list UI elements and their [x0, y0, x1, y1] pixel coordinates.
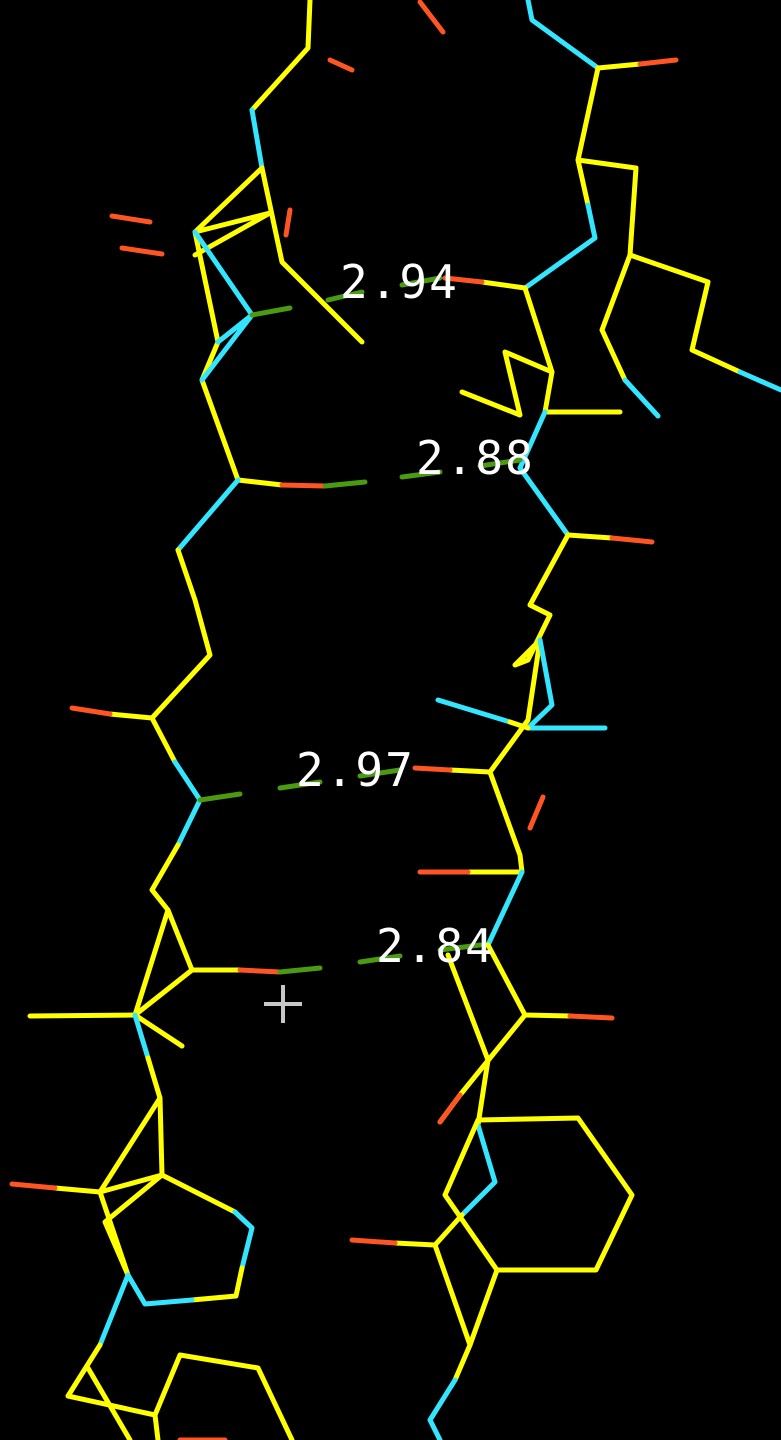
- left-ring-n2: [97, 1272, 195, 1348]
- right-carbonyl-2: [565, 532, 615, 541]
- right-strand: [392, 0, 781, 1440]
- right-backbone-n5: [485, 869, 525, 948]
- right-backbone-n3: [517, 409, 548, 471]
- left-backbone-n3: [175, 477, 241, 553]
- left-backbone-c3: [149, 547, 213, 721]
- oxygen-bond: [437, 1092, 463, 1125]
- right-backbone-12: [467, 1267, 500, 1348]
- left-backbone-c4: [149, 715, 178, 765]
- right-top-n: [525, 0, 601, 71]
- right-backbone-10: [392, 1212, 465, 1248]
- left-carbonyl-1: [235, 477, 285, 488]
- right-backbone-6: [465, 769, 525, 875]
- oxygen-bond: [527, 794, 546, 831]
- left-backbone-c2: [192, 165, 265, 483]
- left-n-link: [192, 229, 255, 318]
- oxygen-bond: [609, 535, 655, 545]
- oxygen-bond: [349, 1237, 398, 1246]
- hbond-distance-label-1: 2.94: [340, 255, 459, 309]
- left-backbone-n1: [249, 107, 265, 171]
- right-backbone-n6: [459, 1122, 498, 1218]
- left-sidechain-a: [192, 210, 273, 235]
- oxygen-bond: [237, 967, 283, 975]
- hbond-dash: [249, 305, 293, 318]
- left-ring-n: [232, 1209, 255, 1271]
- left-ring-2: [159, 1172, 238, 1215]
- left-backbone: [249, 0, 313, 113]
- hbond-dash: [357, 953, 403, 965]
- right-branch-c4: [507, 719, 531, 731]
- oxygen-bond: [442, 275, 485, 285]
- left-bottom-ring: [152, 1352, 295, 1440]
- hbond-dash: [277, 779, 323, 791]
- left-backbone-c1: [259, 165, 365, 345]
- oxygen-bond: [9, 1181, 58, 1191]
- left-ring-3: [189, 1265, 245, 1303]
- left-branch-1: [27, 1012, 138, 1019]
- left-branch-2: [132, 1012, 185, 1049]
- oxygen-bonds: [9, 0, 679, 1440]
- hbond-dash: [325, 289, 365, 303]
- oxygen-bond: [637, 57, 679, 67]
- right-backbone-n4: [517, 465, 571, 538]
- right-backbone-5: [487, 532, 571, 775]
- oxygen-bond: [327, 57, 355, 73]
- left-branch-3: [132, 907, 171, 1018]
- hbond-dash: [477, 457, 523, 469]
- left-bottom-1: [65, 1342, 161, 1440]
- right-backbone-n7: [427, 1377, 458, 1440]
- right-backbone-7: [485, 942, 573, 1019]
- right-backbone-9: [445, 952, 491, 1128]
- hbond-dash: [399, 275, 443, 288]
- right-backbone-3: [599, 252, 633, 383]
- oxygen-bond: [412, 765, 453, 773]
- left-ring-1: [102, 1172, 165, 1278]
- left-backbone-n5: [132, 1012, 151, 1061]
- crosshair-icon: [264, 985, 302, 1023]
- right-backbone-2: [575, 157, 591, 208]
- right-ring-bottom: [442, 1115, 635, 1273]
- hbond-dash: [357, 767, 403, 779]
- left-backbone-n4: [172, 759, 203, 848]
- right-backbone-n2: [522, 202, 598, 291]
- right-branch-n3: [525, 637, 608, 731]
- right-backbone-4: [522, 285, 623, 415]
- right-branch-n4: [435, 697, 513, 725]
- left-backbone-n2: [199, 312, 255, 383]
- right-ring-top: [459, 349, 555, 418]
- left-carbonyl-2: [107, 711, 155, 721]
- right-carbonyl-top: [479, 279, 528, 291]
- oxygen-bond: [417, 0, 446, 35]
- oxygen-bond: [283, 207, 293, 238]
- hbond-distance-label-4: 2.84: [376, 919, 495, 973]
- oxygen-bond: [109, 213, 153, 225]
- oxygen-bond: [119, 245, 165, 257]
- oxygen-bond: [567, 1013, 615, 1021]
- hbond-dash: [437, 942, 483, 953]
- hbond-dash: [277, 965, 323, 975]
- hbond-dash: [197, 791, 243, 803]
- left-bottom-2: [85, 1365, 133, 1440]
- right-top-carbonyl: [595, 61, 643, 71]
- left-backbone-c6: [52, 1055, 165, 1195]
- hbond-dash: [322, 479, 368, 489]
- right-backbone-11: [432, 1242, 473, 1383]
- right-branch-n2: [622, 377, 661, 419]
- right-carbonyl-3: [447, 767, 493, 775]
- left-strand: [27, 0, 365, 1440]
- oxygen-bond: [69, 705, 113, 717]
- hydrogen-bonds: [197, 275, 523, 975]
- oxygen-bond: [279, 482, 328, 489]
- hbond-distance-label-2: 2.88: [416, 431, 535, 485]
- right-branch-n1: [737, 369, 781, 393]
- hbond-dash: [399, 469, 443, 480]
- hbond-distance-label-3: 2.97: [296, 743, 415, 797]
- distance-labels: 2.94 2.88 2.97 2.84: [296, 255, 535, 973]
